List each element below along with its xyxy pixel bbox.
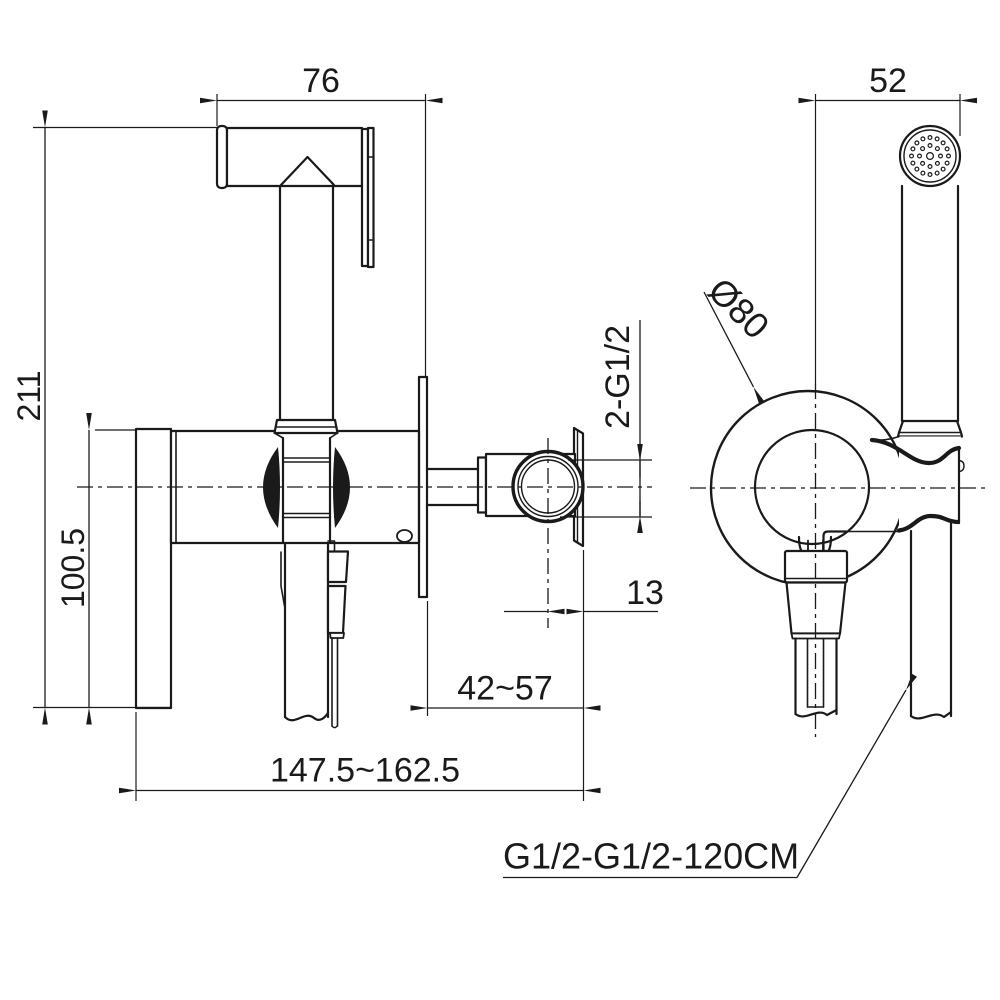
spray-nozzle-dot (940, 166, 946, 172)
spray-nozzle-dot (908, 153, 914, 159)
spray-nozzle-dot (927, 172, 933, 178)
spray-nozzle-dot (934, 170, 940, 176)
spray-head-cap (215, 124, 229, 190)
dim-76-label: 76 (302, 62, 340, 100)
spray-nozzle-dot (920, 146, 926, 152)
mixer-handle-lever (134, 427, 173, 710)
outlet-hose-break (909, 710, 953, 720)
dim-147-label: 147.5~162.5 (270, 752, 460, 790)
spray-nozzle-dot (920, 170, 926, 176)
hose-spec-leader (796, 673, 917, 878)
bracket-top-curve (869, 437, 962, 466)
dim-13-label: 13 (626, 574, 664, 612)
grip-back-edge (280, 551, 286, 607)
hose-break (331, 724, 339, 729)
escutcheon-inner-circle (753, 428, 871, 546)
spray-nozzle-dot (920, 160, 926, 166)
spray-face-inner-ring (903, 129, 957, 183)
hose-nut-step (327, 540, 336, 552)
dimensions: 76 52 211 100.5 2-G1/2 13 42~57 (11, 62, 977, 879)
spray-face-strip (366, 126, 375, 269)
hose-spec-label: G1/2-G1/2-120CM (503, 836, 799, 877)
inlet-flange (476, 456, 488, 514)
spray-nozzle-dot (910, 146, 916, 152)
side-view (690, 94, 985, 737)
dim-phi80-leader (703, 291, 764, 404)
spray-nozzle-dot (914, 140, 920, 146)
dim-211-label: 211 (11, 370, 47, 421)
spray-nozzle-dot (927, 135, 933, 141)
spray-nozzle-dot (937, 153, 943, 159)
bracket-clip-notch (958, 459, 965, 473)
dim-42-label: 42~57 (457, 670, 553, 708)
dim-52-label: 52 (869, 62, 907, 100)
bracket-bottom-curve (896, 513, 961, 533)
spray-nozzle-dot (927, 143, 933, 149)
spray-nozzle-dot (934, 146, 940, 152)
collar-slant-left (273, 432, 284, 439)
spray-nozzle-dots (908, 135, 951, 178)
spray-nozzle-dot (944, 146, 950, 152)
spray-head-cylinder (225, 126, 364, 188)
spray-nozzle-dot (910, 160, 916, 166)
spray-center-nozzle (925, 152, 934, 161)
spray-nozzle-dot (934, 160, 940, 166)
spray-nozzle-dot (934, 136, 940, 142)
spray-face-circle (898, 124, 962, 188)
spray-nozzle-dot (944, 160, 950, 166)
dim-phi80-label: Ø80 (700, 270, 777, 347)
spray-nozzle-dot (920, 136, 926, 142)
body-screw-hole (396, 529, 413, 543)
front-view (77, 124, 652, 729)
sprayer-collar-side (896, 419, 964, 438)
hose-nut-upper (326, 550, 350, 584)
hose-nut-lower (326, 584, 347, 635)
spray-nozzle-dot (945, 153, 951, 159)
spray-nozzle-dot (914, 166, 920, 172)
grip-break-line (283, 711, 330, 722)
hose-outer-break (794, 708, 838, 718)
spray-nozzle-dot (916, 153, 922, 159)
hose-nut-cap (329, 632, 345, 639)
dim-g12-label: 2-G1/2 (599, 325, 637, 429)
spray-nozzle-dot (927, 164, 933, 170)
collar-slant-right (329, 432, 339, 439)
spray-head-cone-line (279, 155, 336, 187)
spray-nozzle-dot (940, 140, 946, 146)
dim-100-label: 100.5 (55, 528, 91, 608)
